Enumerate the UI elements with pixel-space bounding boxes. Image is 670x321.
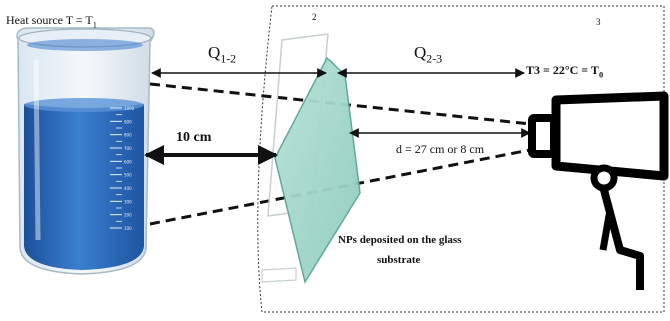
flux-q23-label: Q2-3 — [414, 43, 443, 66]
scale-label: 700 — [124, 146, 132, 151]
glass-caption-line2: substrate — [377, 254, 421, 266]
heat-source-label: Heat source T = T1 — [6, 13, 97, 30]
distance-source-label: 10 cm — [176, 130, 212, 145]
beaker-scale: 1000 900 800 700 600 500 400 300 200 100 — [110, 106, 135, 231]
region-3-label: 3 — [596, 17, 601, 27]
scale-label: 400 — [124, 186, 132, 191]
beaker: 1000 900 800 700 600 500 400 300 200 100 — [16, 27, 155, 275]
scale-label: 800 — [124, 133, 132, 138]
scale-label: 1000 — [124, 106, 135, 111]
scale-label: 900 — [124, 119, 132, 124]
distance-camera-label: d = 27 cm or 8 cm — [396, 142, 485, 156]
region-frame — [257, 5, 665, 313]
scale-label: 600 — [124, 159, 132, 164]
scale-label: 100 — [124, 226, 132, 231]
flux-q12-label: Q1-2 — [208, 43, 237, 66]
camera-icon — [528, 91, 669, 290]
scale-label: 300 — [124, 199, 132, 204]
region-2-label: 2 — [312, 12, 317, 22]
scale-label: 200 — [124, 213, 132, 218]
scale-label: 500 — [124, 173, 132, 178]
glass-caption-line1: NPs deposited on the glass — [338, 234, 462, 246]
camera-temperature-label: T3 = 22°C = T0 — [526, 63, 604, 80]
